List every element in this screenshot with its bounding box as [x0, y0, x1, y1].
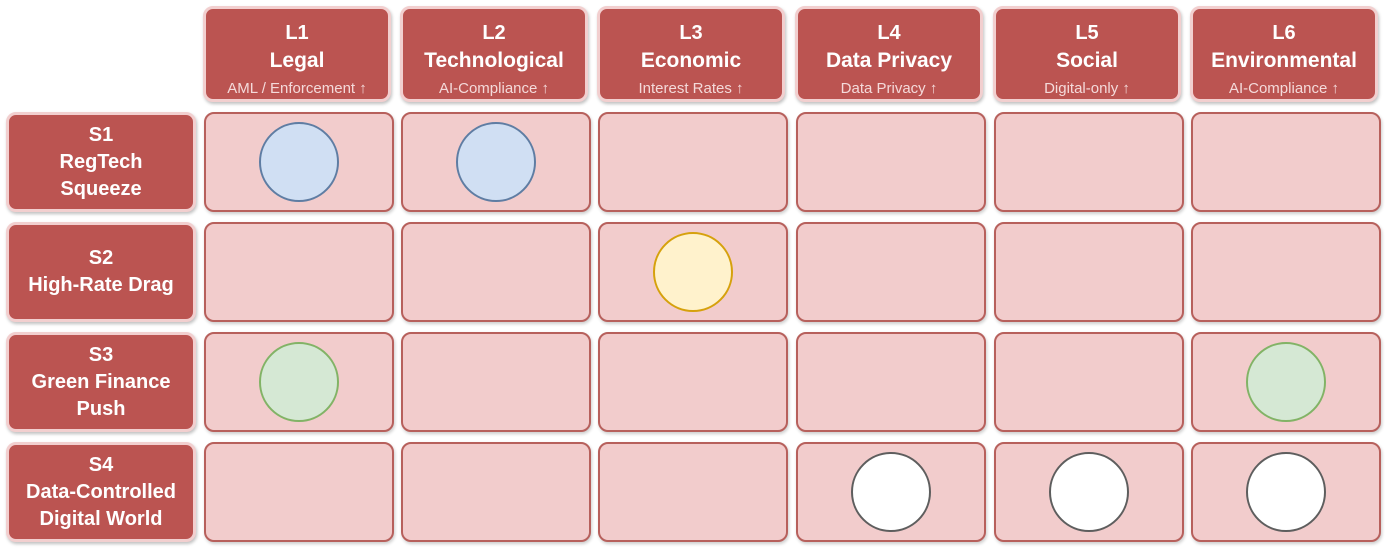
column-title: Data Privacy — [825, 49, 953, 72]
cell-s2-l4 — [796, 222, 986, 322]
column-driver: Interest Rates ↑ — [638, 80, 744, 97]
marker-blue-circle — [259, 122, 339, 202]
cell-s3-l1 — [204, 332, 394, 432]
marker-green-circle — [259, 342, 339, 422]
row-title-line: Green Finance — [31, 370, 171, 393]
cell-s2-l3 — [598, 222, 788, 322]
cell-s4-l3 — [598, 442, 788, 542]
cell-s3-l3 — [598, 332, 788, 432]
row-title-line: Push — [76, 397, 126, 420]
column-code: L1 — [285, 22, 309, 44]
cell-s1-l1 — [204, 112, 394, 212]
cell-s1-l2 — [401, 112, 591, 212]
column-driver: Digital-only ↑ — [1044, 80, 1130, 97]
marker-white-circle — [1246, 452, 1326, 532]
column-title: Economic — [640, 49, 742, 72]
cell-s3-l4 — [796, 332, 986, 432]
cell-s4-l1 — [204, 442, 394, 542]
row-title-line: Squeeze — [60, 177, 142, 200]
column-code: L6 — [1272, 22, 1296, 44]
column-driver: AI-Compliance ↑ — [438, 80, 550, 97]
row-code: S1 — [88, 123, 114, 146]
marker-green-circle — [1246, 342, 1326, 422]
column-title: Social — [1056, 49, 1118, 72]
column-code: L4 — [877, 22, 901, 44]
row-code: S4 — [88, 453, 114, 476]
row-code: S3 — [88, 343, 114, 366]
row-title-line: High-Rate Drag — [28, 274, 174, 296]
marker-blue-circle — [456, 122, 536, 202]
column-driver: Data Privacy ↑ — [840, 80, 938, 97]
cell-s3-l5 — [994, 332, 1184, 432]
cell-s2-l2 — [401, 222, 591, 322]
cell-s2-l5 — [994, 222, 1184, 322]
marker-white-circle — [1049, 452, 1129, 532]
row-title-line: Digital World — [39, 507, 163, 530]
marker-yellow-circle — [653, 232, 733, 312]
cell-s1-l3 — [598, 112, 788, 212]
cell-s1-l6 — [1191, 112, 1381, 212]
column-driver: AI-Compliance ↑ — [1228, 80, 1340, 97]
row-code: S2 — [88, 247, 114, 269]
marker-white-circle — [851, 452, 931, 532]
cell-s3-l2 — [401, 332, 591, 432]
cell-s1-l5 — [994, 112, 1184, 212]
row-title-line: RegTech — [59, 150, 143, 173]
column-title: Technological — [424, 49, 564, 72]
cell-s3-l6 — [1191, 332, 1381, 432]
cell-s4-l6 — [1191, 442, 1381, 542]
cell-s4-l4 — [796, 442, 986, 542]
cell-s4-l5 — [994, 442, 1184, 542]
column-driver: AML / Enforcement ↑ — [227, 80, 367, 97]
cell-s1-l4 — [796, 112, 986, 212]
column-title: Environmental — [1211, 49, 1357, 72]
column-code: L5 — [1075, 22, 1099, 44]
cell-s2-l1 — [204, 222, 394, 322]
row-title-line: Data-Controlled — [26, 480, 176, 503]
column-code: L2 — [482, 22, 506, 44]
cell-s4-l2 — [401, 442, 591, 542]
column-title: Legal — [269, 49, 325, 72]
column-code: L3 — [679, 22, 703, 44]
cell-s2-l6 — [1191, 222, 1381, 322]
